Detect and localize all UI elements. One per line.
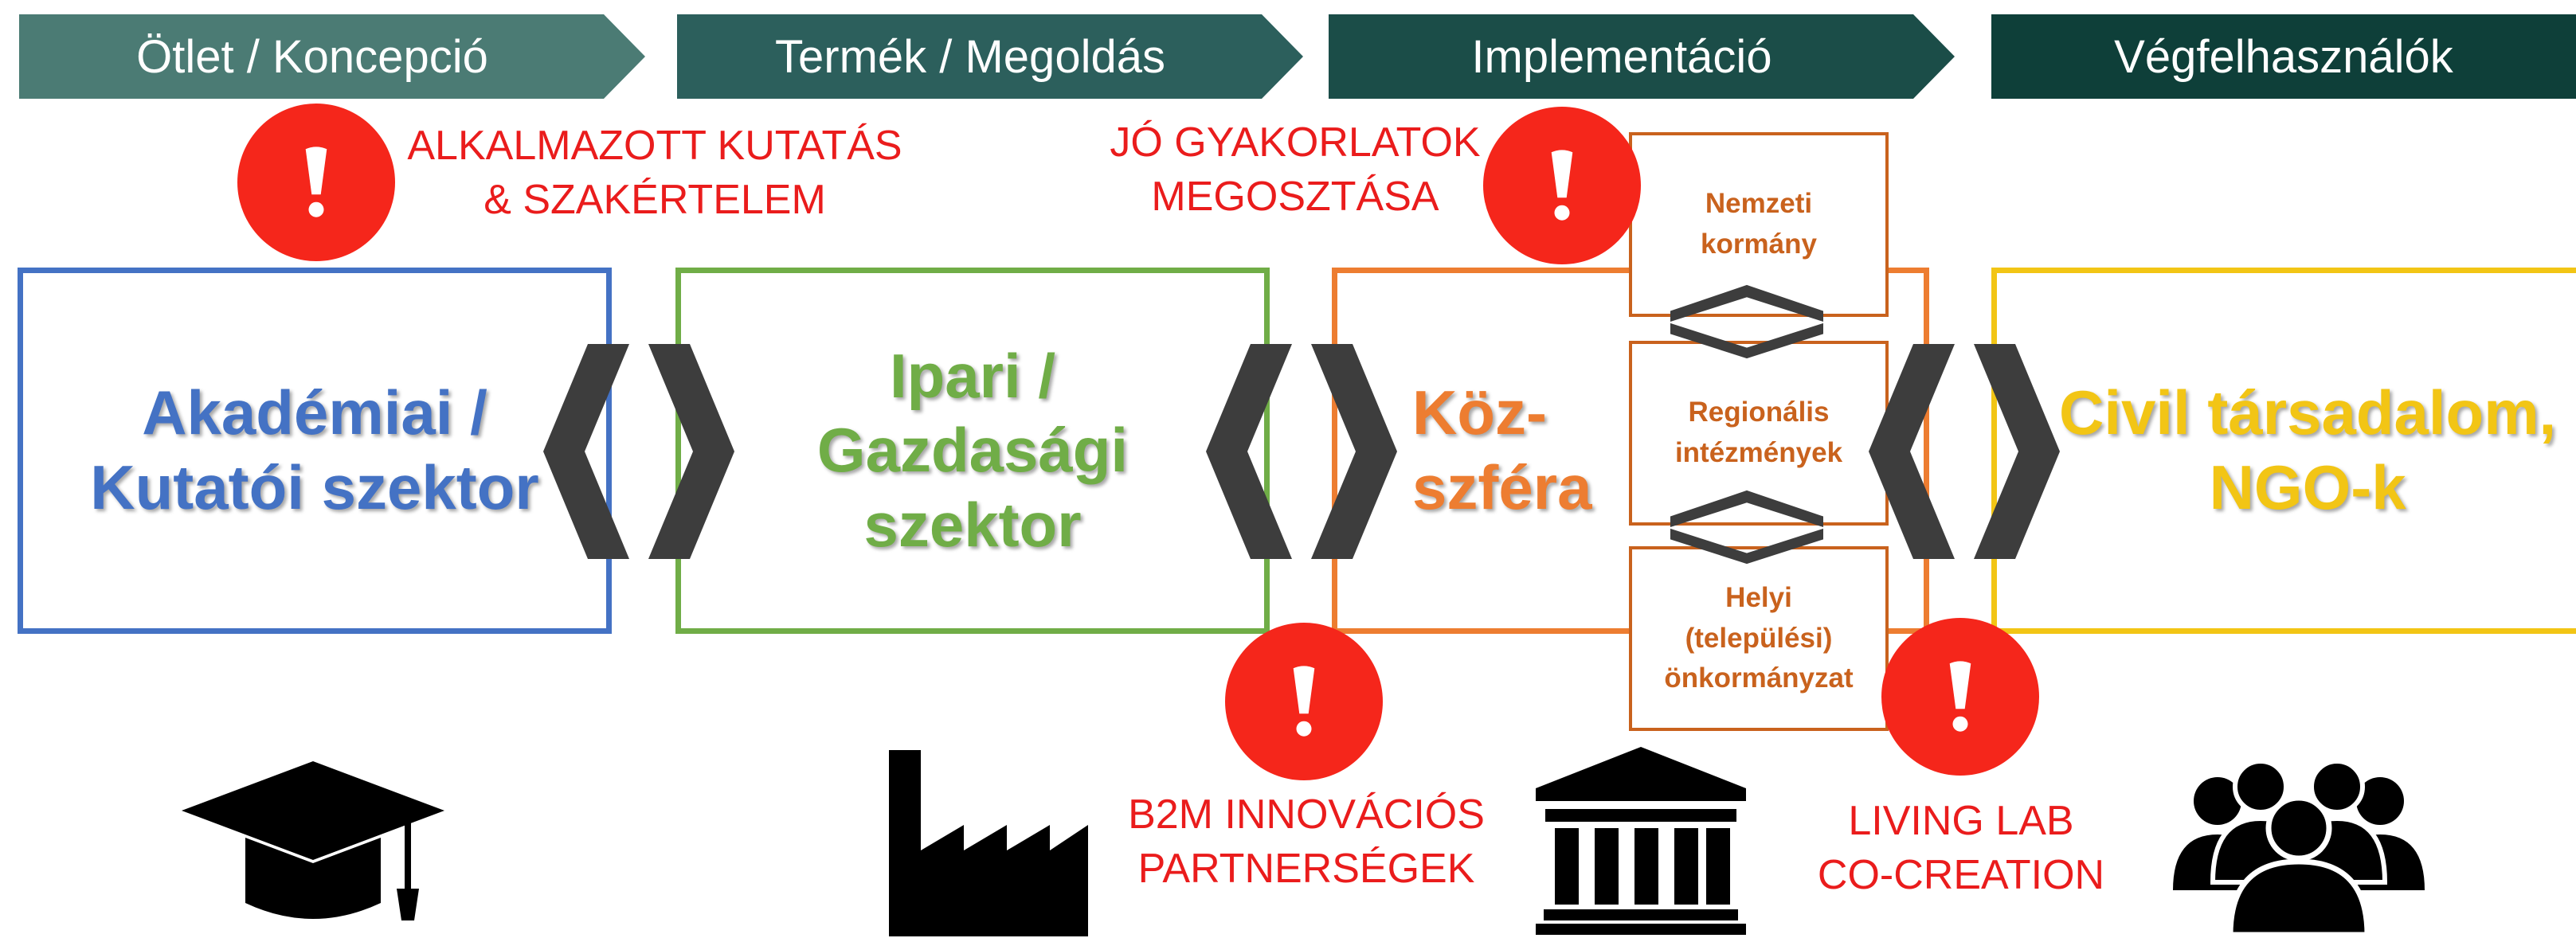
- alert-text-applied-research: ALKALMAZOTT KUTATÁS & SZAKÉRTELEM: [407, 123, 902, 223]
- alert-text-living-lab: LIVING LAB CO-CREATION: [1817, 798, 2105, 898]
- exclamation-icon: [1293, 666, 1315, 737]
- exclamation-icon: [305, 147, 327, 217]
- stage-label: Termék / Megoldás: [775, 30, 1165, 83]
- government-building-icon: [1536, 747, 1746, 935]
- stage-label: Végfelhasználók: [2114, 30, 2453, 83]
- sector-connector-public-civil: [1869, 344, 2060, 559]
- alert-text-b2m-partnerships: B2M INNOVÁCIÓS PARTNERSÉGEK: [1128, 791, 1485, 892]
- exclamation-icon: [1551, 150, 1573, 221]
- stage-label: Ötlet / Koncepció: [136, 30, 488, 83]
- gov-level-label: Helyi (települési) önkormányzat: [1664, 581, 1854, 694]
- people-group-icon: [2173, 759, 2425, 935]
- stage-label: Implementáció: [1471, 30, 1772, 83]
- gov-level-label: Regionális intézmények: [1674, 397, 1843, 468]
- sector-connector-industry-public: [1206, 344, 1397, 559]
- alert-living-lab: [1881, 618, 2039, 776]
- alert-b2m-partnerships: [1225, 623, 1383, 780]
- sector-academic: Akadémiai / Kutatói szektor: [18, 268, 612, 634]
- exclamation-icon: [1949, 661, 1971, 732]
- gov-level-national: Nemzeti kormány: [1629, 132, 1889, 317]
- gov-level-label: Nemzeti kormány: [1701, 188, 1817, 260]
- alert-best-practices: [1483, 107, 1641, 264]
- stage-banner-implementation: Implementáció: [1329, 14, 1955, 99]
- sector-connector-academic-industry: [543, 344, 734, 559]
- alert-applied-research: [237, 104, 395, 261]
- factory-icon: [889, 750, 1088, 936]
- stage-banner-product: Termék / Megoldás: [677, 14, 1303, 99]
- alert-text-best-practices: JÓ GYAKORLATOK MEGOSZTÁSA: [1110, 119, 1481, 220]
- gov-connector-1: [1670, 284, 1823, 359]
- sector-label: Akadémiai / Kutatói szektor: [90, 377, 539, 522]
- gov-level-local: Helyi (települési) önkormányzat: [1629, 546, 1889, 731]
- graduation-cap-icon: [182, 761, 444, 920]
- gov-connector-2: [1670, 490, 1823, 565]
- sector-industry: Ipari / Gazdasági szektor: [675, 268, 1270, 634]
- stage-banner-end-users: Végfelhasználók: [1991, 14, 2576, 99]
- sector-label: Köz- szféra: [1412, 377, 1592, 522]
- sector-label: Civil társadalom, NGO-k: [2059, 377, 2557, 522]
- sector-label: Ipari / Gazdasági szektor: [816, 340, 1129, 560]
- sector-civil: Civil társadalom, NGO-k: [1991, 268, 2576, 634]
- stage-banner-idea: Ötlet / Koncepció: [19, 14, 645, 99]
